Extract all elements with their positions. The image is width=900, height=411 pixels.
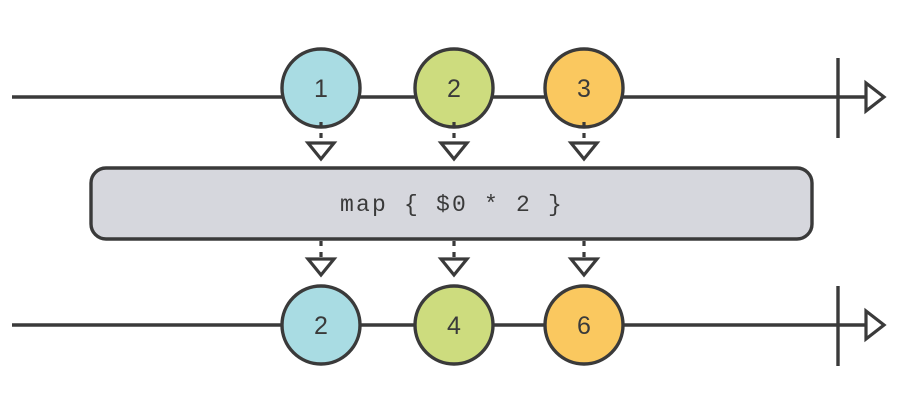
marble-value-label: 1 (314, 75, 328, 103)
connector-arrow-down-icon (304, 141, 338, 162)
connector-out-2 (437, 241, 471, 278)
source-marble-3[interactable]: 3 (543, 47, 625, 129)
marble-value-label: 2 (314, 312, 328, 340)
connectors-into-operator (304, 122, 601, 162)
connector-in-1 (304, 122, 338, 162)
result-timeline-arrow-icon (864, 307, 887, 343)
connector-arrow-down-icon (304, 257, 338, 278)
source-timeline: 1 2 3 (12, 47, 887, 138)
source-timeline-arrow-icon (864, 79, 887, 115)
operator-box[interactable]: map { $0 * 2 } (89, 166, 814, 241)
connector-out-3 (567, 241, 601, 278)
source-marble-2[interactable]: 2 (413, 47, 495, 129)
marble-value-label: 4 (447, 312, 461, 340)
connector-in-3 (567, 122, 601, 162)
connector-arrow-down-icon (567, 141, 601, 162)
marble-circle (413, 284, 495, 366)
operator-box-rect (89, 166, 814, 241)
marble-circle (543, 284, 625, 366)
result-marble-3[interactable]: 6 (543, 284, 625, 366)
operator-expression-label: map { $0 * 2 } (340, 192, 564, 218)
result-marble-1[interactable]: 2 (280, 284, 362, 366)
source-marble-1[interactable]: 1 (280, 47, 362, 129)
marble-value-label: 6 (577, 312, 591, 340)
marble-value-label: 2 (447, 75, 461, 103)
connectors-out-of-operator (304, 241, 601, 278)
connector-out-1 (304, 241, 338, 278)
connector-arrow-down-icon (567, 257, 601, 278)
connector-arrow-down-icon (437, 141, 471, 162)
marble-value-label: 3 (577, 75, 591, 103)
result-marble-2[interactable]: 4 (413, 284, 495, 366)
connector-arrow-down-icon (437, 257, 471, 278)
connector-in-2 (437, 122, 471, 162)
marble-circle (280, 284, 362, 366)
result-timeline: 2 4 6 (12, 284, 887, 366)
